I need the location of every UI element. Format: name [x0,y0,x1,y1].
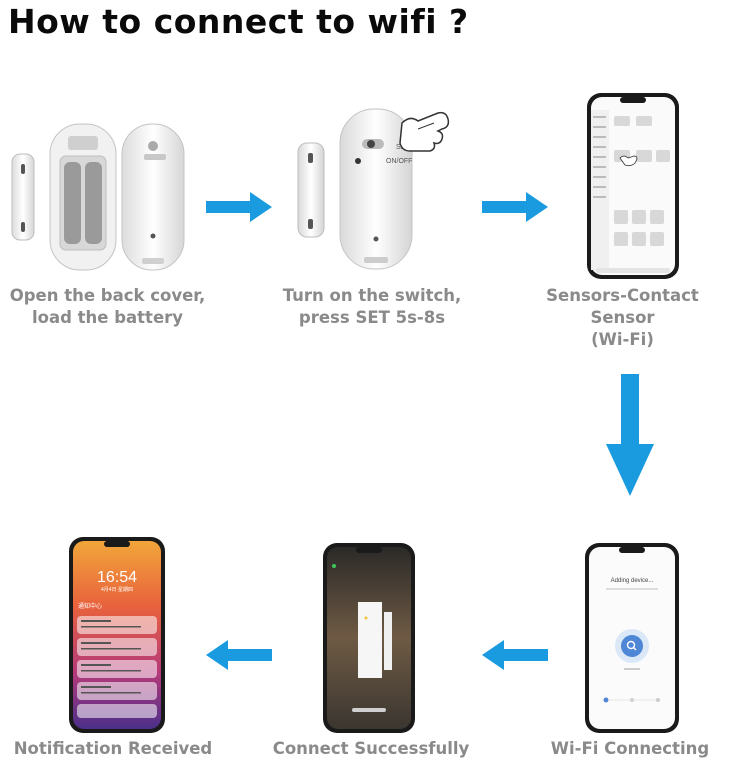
notif-date: 4月4日 星期四 [101,587,133,593]
page-title: How to connect to wifi ? [8,2,469,41]
step-2-illustration: ON/OFF SET [292,105,462,275]
step-6-caption: Notification Received [13,739,213,758]
arrow-left-icon [206,640,272,670]
step-2-caption: Turn on the switch, press SET 5s-8s [282,286,462,327]
arrow-down-icon [606,374,654,496]
step-5-phone [322,542,416,734]
step-3-phone [586,92,680,280]
notif-time: 16:54 [97,569,137,586]
search-icon [626,640,637,651]
step-3-caption: Sensors-Contact Sensor (Wi-Fi) [546,286,699,349]
step-4-caption: Wi-Fi Connecting [550,739,710,758]
step-4-phone: Adding device... [584,542,680,734]
arrow-right-icon [206,192,272,222]
arrow-right-icon [482,192,548,222]
arrow-left-icon [482,640,548,670]
step-1-illustration [8,118,198,278]
adding-device-text: Adding device... [611,578,654,584]
notif-center: 通知中心 [78,602,102,610]
step-1-caption: Open the back cover, load the battery [9,286,206,327]
switch-label: ON/OFF [386,158,412,165]
step-5-caption: Connect Successfully [272,739,470,758]
hand-pointer-icon [399,111,450,152]
step-6-phone: 16:54 4月4日 星期四 通知中心 [68,536,166,734]
